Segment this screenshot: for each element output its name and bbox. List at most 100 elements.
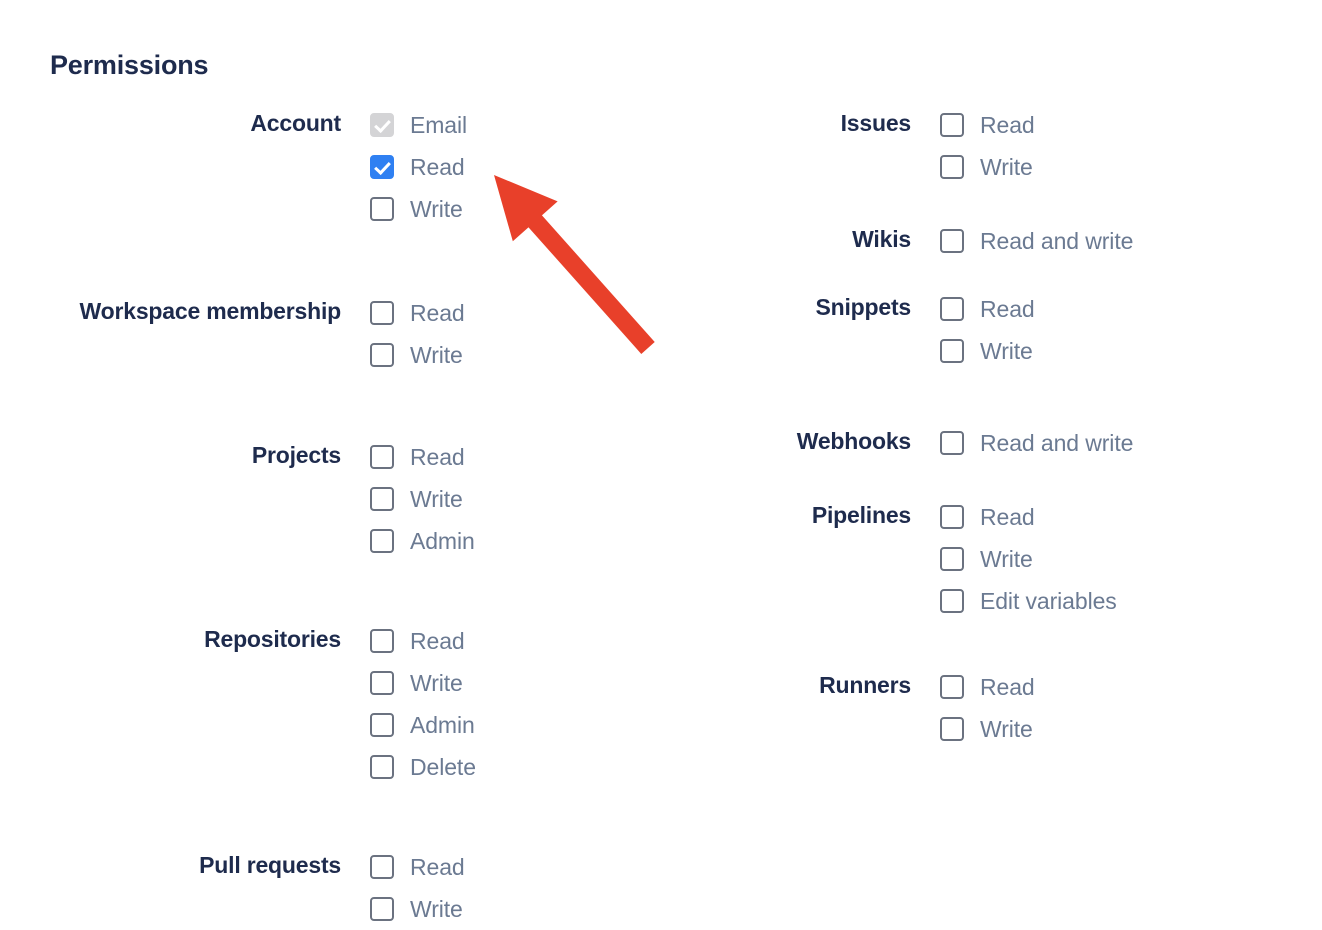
checkbox-projects-admin[interactable]: [370, 529, 394, 553]
permission-option-snippets-read[interactable]: Read: [940, 288, 1230, 330]
checkbox-label-repositories-read: Read: [410, 628, 465, 654]
permission-option-projects-admin[interactable]: Admin: [370, 520, 660, 562]
permission-option-repositories-delete[interactable]: Delete: [370, 746, 660, 788]
checkbox-repositories-write[interactable]: [370, 671, 394, 695]
group-label-workspace-membership: Workspace membership: [79, 298, 342, 324]
permission-option-pipelines-read[interactable]: Read: [940, 496, 1230, 538]
checkbox-repositories-read[interactable]: [370, 629, 394, 653]
group-label-pull-requests: Pull requests: [199, 852, 341, 878]
page-title: Permissions: [50, 50, 209, 80]
checkbox-label-pipelines-edit-variables: Edit variables: [980, 588, 1117, 614]
permission-option-repositories-admin[interactable]: Admin: [370, 704, 660, 746]
permission-option-workspace-membership-write[interactable]: Write: [370, 334, 660, 376]
group-options-webhooks: Read and write: [911, 422, 1230, 464]
group-label-account: Account: [250, 110, 341, 136]
checkbox-label-account-read: Read: [410, 154, 465, 180]
permission-option-issues-write[interactable]: Write: [940, 146, 1230, 188]
group-label-wikis: Wikis: [852, 226, 911, 252]
permission-option-snippets-write[interactable]: Write: [940, 330, 1230, 372]
checkbox-label-pull-requests-write: Write: [410, 896, 463, 922]
checkbox-label-snippets-read: Read: [980, 296, 1035, 322]
permission-option-account-email[interactable]: Email: [370, 104, 660, 146]
group-label-issues: Issues: [840, 110, 912, 136]
permission-option-projects-read[interactable]: Read: [370, 436, 660, 478]
group-label-webhooks: Webhooks: [796, 428, 911, 454]
permission-option-pipelines-edit-variables[interactable]: Edit variables: [940, 580, 1230, 622]
checkbox-runners-write[interactable]: [940, 717, 964, 741]
permission-group-webhooks: Webhooks Read and write: [570, 422, 1230, 464]
checkbox-webhooks-read-and-write[interactable]: [940, 431, 964, 455]
permission-option-pipelines-write[interactable]: Write: [940, 538, 1230, 580]
checkbox-label-webhooks-read-and-write: Read and write: [980, 430, 1134, 456]
checkbox-label-account-write: Write: [410, 196, 463, 222]
permission-option-pull-requests-read[interactable]: Read: [370, 846, 660, 888]
checkbox-label-pipelines-write: Write: [980, 546, 1033, 572]
checkbox-label-issues-write: Write: [980, 154, 1033, 180]
permission-option-repositories-read[interactable]: Read: [370, 620, 660, 662]
permission-option-pull-requests-write[interactable]: Write: [370, 888, 660, 930]
permission-option-issues-read[interactable]: Read: [940, 104, 1230, 146]
checkbox-snippets-read[interactable]: [940, 297, 964, 321]
checkbox-pull-requests-read[interactable]: [370, 855, 394, 879]
checkbox-pipelines-edit-variables[interactable]: [940, 589, 964, 613]
checkbox-repositories-admin[interactable]: [370, 713, 394, 737]
group-label-repositories: Repositories: [204, 626, 341, 652]
permission-option-workspace-membership-read[interactable]: Read: [370, 292, 660, 334]
checkbox-label-snippets-write: Write: [980, 338, 1033, 364]
checkbox-repositories-delete[interactable]: [370, 755, 394, 779]
checkbox-account-write[interactable]: [370, 197, 394, 221]
group-label-projects: Projects: [251, 442, 341, 468]
checkbox-pipelines-read[interactable]: [940, 505, 964, 529]
checkbox-projects-write[interactable]: [370, 487, 394, 511]
checkbox-label-pipelines-read: Read: [980, 504, 1035, 530]
checkbox-workspace-membership-write[interactable]: [370, 343, 394, 367]
checkbox-label-runners-write: Write: [980, 716, 1033, 742]
checkbox-account-email: [370, 113, 394, 137]
permission-option-runners-write[interactable]: Write: [940, 708, 1230, 750]
checkbox-projects-read[interactable]: [370, 445, 394, 469]
checkbox-label-workspace-membership-read: Read: [410, 300, 465, 326]
permission-option-projects-write[interactable]: Write: [370, 478, 660, 520]
permission-option-account-read[interactable]: Read: [370, 146, 660, 188]
checkbox-account-read[interactable]: [370, 155, 394, 179]
checkbox-pull-requests-write[interactable]: [370, 897, 394, 921]
checkbox-issues-read[interactable]: [940, 113, 964, 137]
permission-option-repositories-write[interactable]: Write: [370, 662, 660, 704]
checkbox-label-projects-read: Read: [410, 444, 465, 470]
checkbox-pipelines-write[interactable]: [940, 547, 964, 571]
checkbox-workspace-membership-read[interactable]: [370, 301, 394, 325]
checkbox-runners-read[interactable]: [940, 675, 964, 699]
checkbox-label-account-email: Email: [410, 112, 468, 138]
checkbox-label-wikis-read-and-write: Read and write: [980, 228, 1134, 254]
permission-option-runners-read[interactable]: Read: [940, 666, 1230, 708]
checkbox-wikis-read-and-write[interactable]: [940, 229, 964, 253]
permission-group-wikis: Wikis Read and write: [570, 220, 1230, 262]
checkbox-label-workspace-membership-write: Write: [410, 342, 463, 368]
permission-option-account-write[interactable]: Write: [370, 188, 660, 230]
checkbox-issues-write[interactable]: [940, 155, 964, 179]
checkbox-label-issues-read: Read: [980, 112, 1035, 138]
permission-option-webhooks-read-and-write[interactable]: Read and write: [940, 422, 1230, 464]
checkbox-label-pull-requests-read: Read: [410, 854, 465, 880]
checkbox-snippets-write[interactable]: [940, 339, 964, 363]
permission-option-wikis-read-and-write[interactable]: Read and write: [940, 220, 1230, 262]
